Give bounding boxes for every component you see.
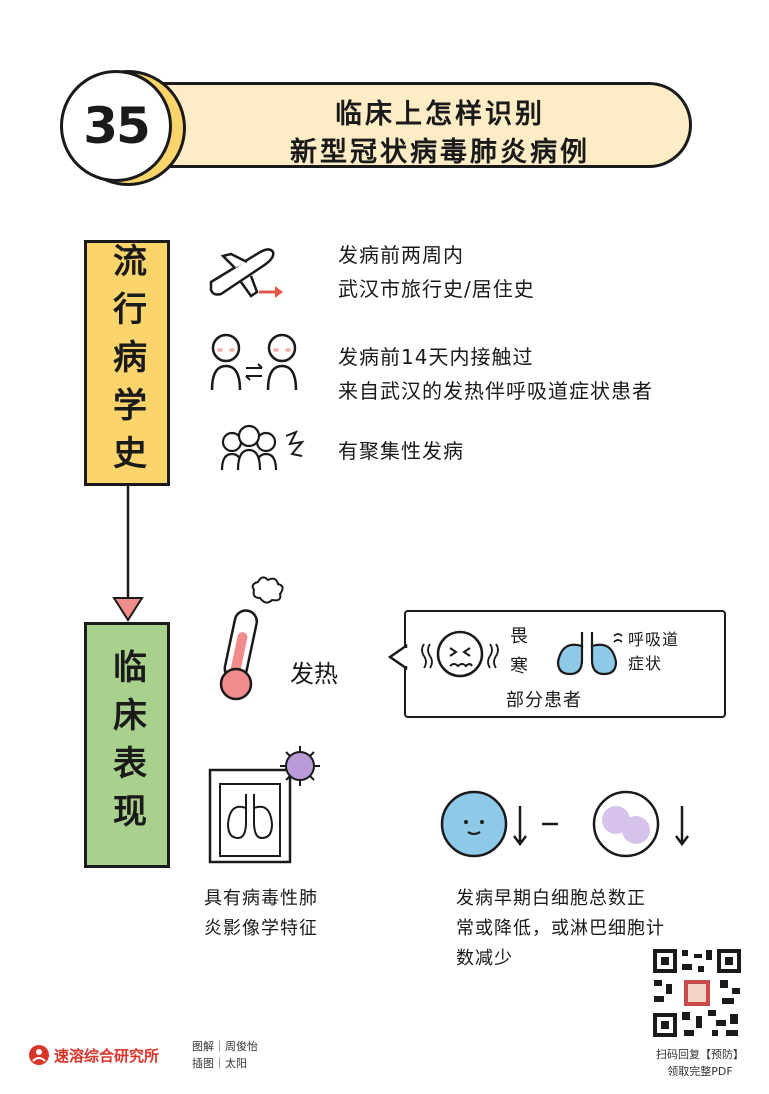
blood-caption: 发病早期白细胞总数正 常或降低，或淋巴细胞计 数减少 — [456, 884, 665, 974]
qr-caption-line-2: 领取完整PDF — [667, 1065, 733, 1078]
blood-caption-line-2: 常或降低，或淋巴细胞计 — [456, 918, 665, 939]
epidemiology-label: 流行病学史 — [106, 243, 147, 483]
qr-caption-line-1: 扫码回复【预防】 — [656, 1048, 744, 1061]
qr-caption: 扫码回复【预防】 领取完整PDF — [640, 1046, 760, 1080]
xray-caption-line-2: 炎影像学特征 — [204, 918, 318, 939]
qr-code-icon[interactable] — [650, 946, 744, 1040]
xray-caption-line-1: 具有病毒性肺 — [204, 888, 318, 909]
thermometer-icon — [219, 576, 284, 701]
epi-item-2-line-2: 来自武汉的发热伴呼吸道症状患者 — [338, 379, 653, 403]
chills-text: 畏 寒 — [510, 622, 529, 682]
people-contact-icon — [210, 333, 298, 391]
epi-item-2-text: 发病前14天内接触过 来自武汉的发热伴呼吸道症状患者 — [338, 340, 653, 408]
respiratory-line-1: 呼吸道 — [628, 630, 680, 649]
blood-cell-icons — [440, 790, 689, 858]
xray-icon — [208, 746, 320, 864]
epi-item-1-line-1: 发病前两周内 — [338, 243, 464, 267]
crowd-icon — [220, 424, 305, 471]
epi-item-3-text: 有聚集性发病 — [338, 439, 464, 463]
epidemiology-label-box: 流行病学史 — [84, 240, 170, 486]
blood-caption-line-3: 数减少 — [456, 948, 513, 969]
xray-caption: 具有病毒性肺 炎影像学特征 — [204, 884, 318, 944]
lungs-icon — [556, 632, 623, 676]
chills-line-2: 寒 — [510, 656, 529, 677]
title-line-2: 新型冠状病毒肺炎病例 — [290, 137, 590, 168]
airplane-icon — [209, 248, 283, 298]
credits: 图解｜周俊怡 插图｜太阳 — [192, 1038, 258, 1072]
blood-caption-line-1: 发病早期白细胞总数正 — [456, 888, 646, 909]
logo-icon — [29, 1045, 49, 1065]
bubble-tail — [388, 644, 408, 670]
respiratory-text: 呼吸道 症状 — [628, 628, 679, 676]
epi-item-2-line-1: 发病前14天内接触过 — [338, 345, 534, 369]
title-line-1: 临床上怎样识别 — [335, 99, 545, 130]
some-patients-text: 部分患者 — [506, 690, 582, 711]
clinical-label: 临床表现 — [106, 649, 147, 841]
respiratory-line-2: 症状 — [628, 654, 663, 673]
credit-line-2: 插图｜太阳 — [192, 1057, 247, 1070]
chills-line-1: 畏 — [510, 626, 529, 647]
chills-face-icon — [421, 630, 499, 678]
epi-item-1-text: 发病前两周内 武汉市旅行史/居住史 — [338, 238, 535, 306]
credit-line-1: 图解｜周俊怡 — [192, 1040, 258, 1053]
flow-arrow — [112, 486, 144, 622]
clinical-label-box: 临床表现 — [84, 622, 170, 868]
logo-text: 速溶综合研究所 — [54, 1047, 160, 1065]
epi-item-1-line-2: 武汉市旅行史/居住史 — [338, 277, 535, 301]
title-banner — [118, 82, 692, 168]
fever-text: 发热 — [290, 660, 338, 688]
number-badge: 35 — [60, 70, 172, 182]
